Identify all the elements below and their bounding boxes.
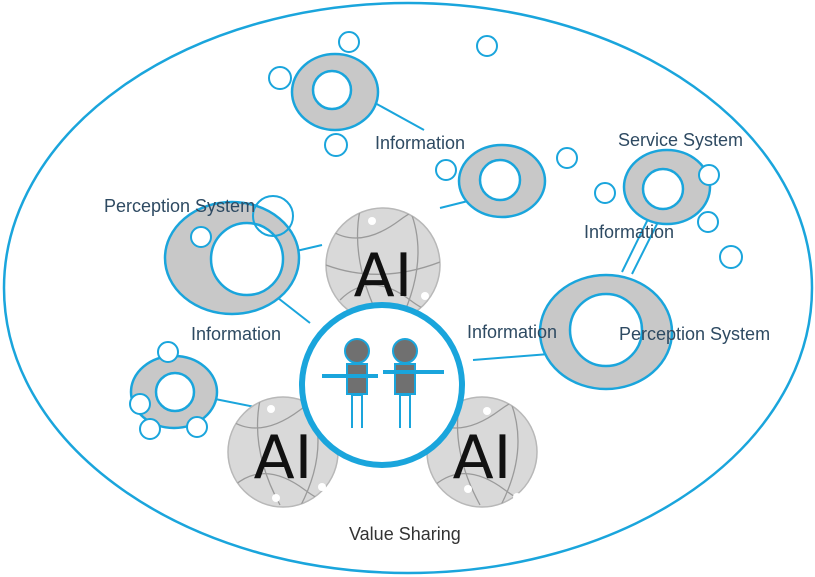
satellite-node — [435, 159, 457, 181]
two-people-holding-hands-icon — [322, 338, 444, 428]
ai-label-left: AI — [254, 423, 313, 493]
label-perception-system-right: Perception System — [619, 324, 770, 344]
service-system-node — [622, 148, 712, 226]
satellite-node — [324, 133, 348, 157]
satellite-node — [697, 211, 719, 233]
satellite-node — [190, 226, 212, 248]
satellite-node — [594, 182, 616, 204]
perception-system-node-right — [538, 273, 674, 391]
label-information-right: Information — [584, 222, 674, 242]
satellite-node — [157, 341, 179, 363]
network-node-bottom-left — [129, 354, 219, 430]
label-service-system: Service System — [618, 130, 743, 150]
satellite-node — [338, 31, 360, 53]
ai-label-top: AI — [354, 241, 413, 311]
label-value-sharing: Value Sharing — [349, 524, 461, 544]
satellite-node — [719, 245, 743, 269]
ai-label-right: AI — [453, 423, 512, 493]
label-information-left: Information — [191, 324, 281, 344]
satellite-node — [186, 416, 208, 438]
ai-node-top: AI — [325, 207, 441, 323]
label-information-top: Information — [375, 133, 465, 153]
satellite-node — [129, 393, 151, 415]
satellite-node — [268, 66, 292, 90]
network-node-top-left — [290, 52, 380, 132]
satellite-node — [698, 164, 720, 186]
label-perception-system-left: Perception System — [104, 196, 255, 216]
satellite-node — [476, 35, 498, 57]
network-node-center-top — [457, 143, 547, 219]
value-sharing-hub — [299, 302, 465, 468]
label-information-center: Information — [467, 322, 557, 342]
satellite-node — [139, 418, 161, 440]
satellite-node — [556, 147, 578, 169]
